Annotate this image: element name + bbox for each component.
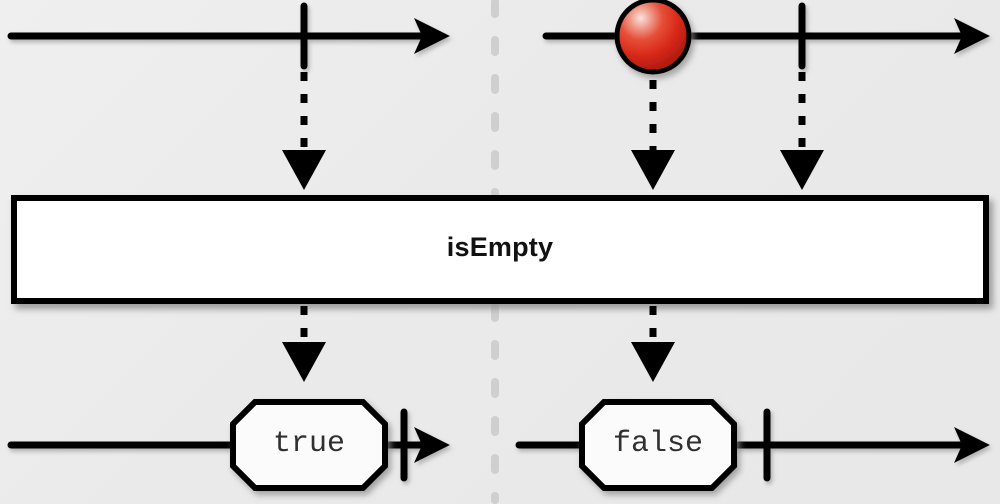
result-timeline-left	[7, 399, 450, 491]
dashed-arrow-operator-to-false	[631, 306, 675, 382]
dashed-arrow-left-complete-to-operator	[282, 72, 326, 190]
operator-box[interactable]	[11, 195, 989, 304]
source-timeline-left	[7, 2, 450, 70]
result-marble-false[interactable]	[579, 399, 737, 491]
dashed-arrow-right-complete-to-operator	[780, 72, 824, 190]
dashed-arrow-operator-to-true	[282, 306, 326, 382]
source-marble-red[interactable]	[614, 0, 692, 75]
result-marble-true[interactable]	[230, 399, 388, 491]
result-timeline-right	[515, 399, 990, 491]
source-timeline-right	[542, 0, 990, 75]
dashed-arrow-right-marble-to-operator	[631, 80, 675, 190]
